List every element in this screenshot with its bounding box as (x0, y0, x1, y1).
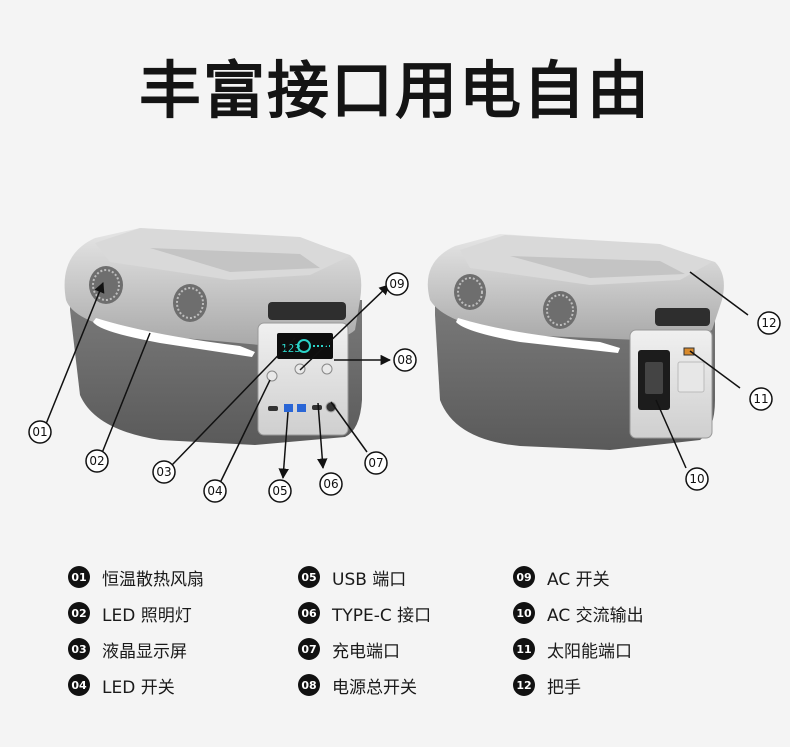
lcd-readout: 123 (281, 342, 301, 355)
legend-label: USB 端口 (332, 569, 407, 590)
svg-text:05: 05 (272, 484, 287, 498)
svg-text:10: 10 (689, 472, 704, 486)
callout-line-12 (689, 271, 749, 316)
legend-label: 充电端口 (332, 641, 400, 662)
callout-12: 12 (757, 311, 781, 335)
callout-01: 01 (28, 420, 52, 444)
svg-text:01: 01 (32, 425, 47, 439)
usb-port-2 (297, 404, 306, 412)
legend-number: 12 (513, 674, 535, 696)
legend-item: 10 AC 交流输出 (513, 601, 743, 626)
callout-line-11 (689, 350, 741, 389)
callout-02: 02 (85, 449, 109, 473)
type-c-port-1 (268, 406, 278, 411)
legend-item: 07 充电端口 (298, 637, 513, 662)
callout-03: 03 (152, 460, 176, 484)
legend-item: 04 LED 开关 (68, 673, 298, 698)
callout-line-03 (171, 337, 296, 466)
led-strip (93, 318, 255, 357)
legend-item: 06 TYPE-C 接口 (298, 601, 513, 626)
callout-line-01 (45, 282, 105, 425)
solar-port (683, 347, 695, 356)
legend-label: AC 开关 (547, 569, 610, 590)
callout-badges: 01 02 03 04 05 06 07 08 09 10 11 12 (28, 272, 781, 503)
callout-line-05 (278, 411, 289, 480)
callout-04: 04 (203, 479, 227, 503)
callout-line-10 (655, 399, 687, 469)
led-switch-button (266, 370, 278, 382)
callout-08: 08 (393, 348, 417, 372)
callout-09: 09 (385, 272, 409, 296)
callout-05: 05 (268, 479, 292, 503)
callout-line-07 (330, 401, 368, 453)
legend-label: AC 交流输出 (547, 605, 644, 626)
callout-line-04 (219, 379, 271, 484)
svg-text:06: 06 (323, 477, 338, 491)
callout-line-09 (299, 284, 390, 371)
legend-item: 02 LED 照明灯 (68, 601, 298, 626)
svg-text:09: 09 (389, 277, 404, 291)
legend-item: 09 AC 开关 (513, 565, 743, 590)
legend-number: 01 (68, 566, 90, 588)
legend-label: 太阳能端口 (547, 641, 632, 662)
callout-07: 07 (364, 451, 388, 475)
callout-06: 06 (319, 472, 343, 496)
legend-number: 02 (68, 602, 90, 624)
page-title: 丰富接口用电自由 (138, 54, 651, 127)
legend-number: 08 (298, 674, 320, 696)
callout-10: 10 (685, 467, 709, 491)
legend-label: LED 开关 (102, 677, 175, 698)
usb-port-1 (284, 404, 293, 412)
power-station-front-view: 123 (64, 228, 362, 445)
callout-11: 11 (749, 387, 773, 411)
legend-item: 08 电源总开关 (298, 673, 513, 698)
legend-label: 液晶显示屏 (102, 641, 187, 662)
legend-number: 07 (298, 638, 320, 660)
legend-number: 05 (298, 566, 320, 588)
callout-line-06 (317, 402, 328, 470)
legend-label: 把手 (547, 677, 581, 698)
legend-label: 恒温散热风扇 (102, 569, 204, 590)
power-main-switch-button (321, 363, 333, 375)
left-fan-1 (89, 266, 123, 304)
legend-label: LED 照明灯 (102, 605, 192, 626)
svg-text:04: 04 (207, 484, 222, 498)
svg-text:08: 08 (397, 353, 412, 367)
right-fan-2 (543, 291, 577, 329)
legend-number: 03 (68, 638, 90, 660)
legend-item: 05 USB 端口 (298, 565, 513, 590)
legend-item: 11 太阳能端口 (513, 637, 743, 662)
legend-number: 06 (298, 602, 320, 624)
legend-number: 09 (513, 566, 535, 588)
legend-number: 04 (68, 674, 90, 696)
feature-legend: 01 恒温散热风扇 05 USB 端口 09 AC 开关 02 LED 照明灯 06 TY… (68, 565, 758, 698)
left-fan-2 (173, 284, 207, 322)
legend-number: 11 (513, 638, 535, 660)
legend-item: 03 液晶显示屏 (68, 637, 298, 662)
legend-item: 01 恒温散热风扇 (68, 565, 298, 590)
callout-lines (45, 271, 749, 484)
svg-text:07: 07 (368, 456, 383, 470)
legend-label: TYPE-C 接口 (332, 605, 432, 626)
svg-text:03: 03 (156, 465, 171, 479)
svg-text:12: 12 (761, 316, 776, 330)
right-fan-1 (454, 274, 486, 310)
power-station-back-view (427, 234, 724, 450)
svg-text:11: 11 (753, 392, 768, 406)
legend-item: 12 把手 (513, 673, 743, 698)
callout-line-02 (101, 332, 151, 454)
legend-number: 10 (513, 602, 535, 624)
legend-label: 电源总开关 (332, 677, 417, 698)
type-c-port-2 (312, 405, 322, 410)
svg-text:02: 02 (89, 454, 104, 468)
